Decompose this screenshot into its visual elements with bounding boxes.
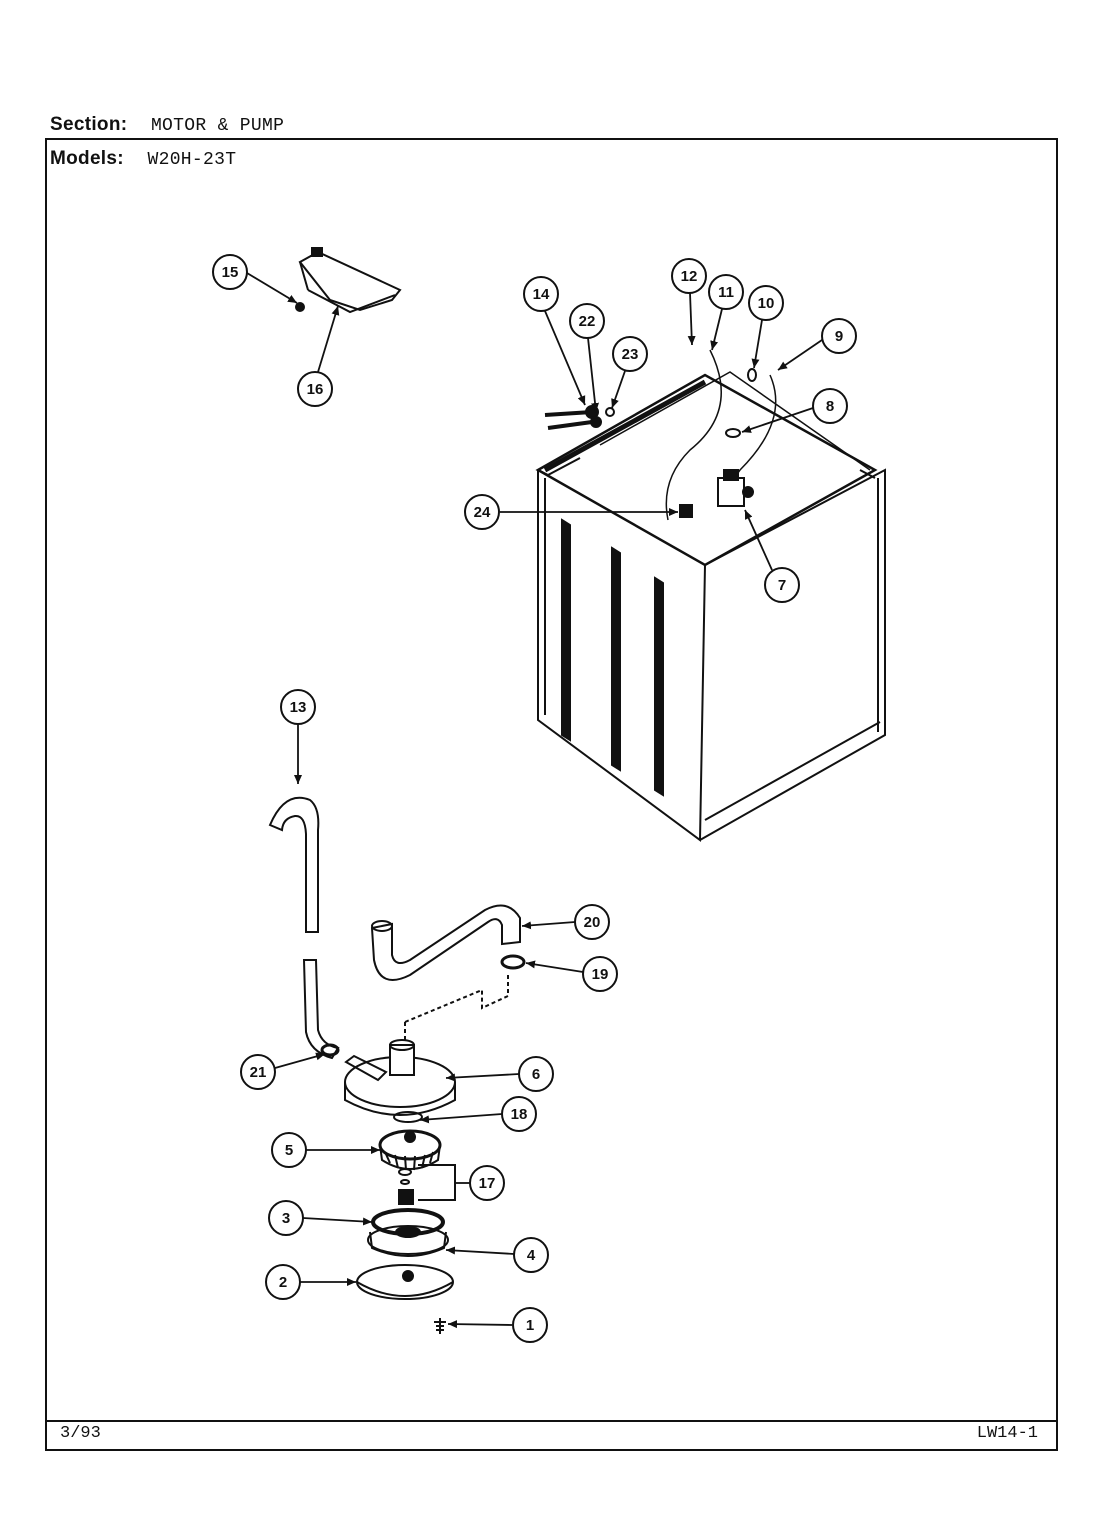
part-callout-12: 12 bbox=[671, 258, 707, 346]
part-callout-18: 18 bbox=[419, 1096, 537, 1132]
svg-text:1: 1 bbox=[526, 1317, 534, 1334]
drain-hose bbox=[268, 796, 340, 1060]
control-bracket bbox=[295, 247, 402, 314]
svg-text:19: 19 bbox=[592, 966, 609, 983]
part-callout-7: 7 bbox=[744, 509, 800, 603]
part-callout-1: 1 bbox=[447, 1307, 548, 1343]
part-callout-21: 21 bbox=[240, 1052, 326, 1090]
part-callout-15: 15 bbox=[212, 254, 298, 304]
part-callout-2: 2 bbox=[265, 1264, 356, 1300]
svg-text:24: 24 bbox=[474, 504, 491, 521]
part-callout-14: 14 bbox=[523, 276, 586, 406]
svg-text:2: 2 bbox=[279, 1274, 287, 1291]
part-callout-24: 24 bbox=[464, 494, 678, 530]
part-callout-8: 8 bbox=[741, 388, 848, 433]
svg-text:18: 18 bbox=[511, 1106, 528, 1123]
models-heading: Models: W20H-23T bbox=[50, 148, 236, 170]
svg-text:6: 6 bbox=[532, 1066, 540, 1083]
svg-text:4: 4 bbox=[527, 1247, 536, 1264]
cabinet-drawing bbox=[535, 349, 886, 842]
part-callout-6: 6 bbox=[445, 1056, 554, 1092]
svg-text:13: 13 bbox=[290, 699, 307, 716]
svg-text:23: 23 bbox=[622, 346, 639, 363]
part-callout-13: 13 bbox=[280, 689, 316, 784]
svg-text:12: 12 bbox=[681, 268, 698, 285]
svg-text:17: 17 bbox=[479, 1175, 496, 1192]
part-callout-16: 16 bbox=[297, 305, 340, 407]
part-callout-23: 23 bbox=[611, 336, 648, 409]
part-callout-20: 20 bbox=[521, 904, 610, 940]
svg-text:15: 15 bbox=[222, 264, 239, 281]
svg-text:7: 7 bbox=[778, 577, 786, 594]
section-value: MOTOR & PUMP bbox=[150, 116, 285, 136]
section-label: Section: bbox=[50, 114, 128, 135]
footer-page-code: LW14-1 bbox=[976, 1424, 1038, 1443]
part-callout-11: 11 bbox=[708, 274, 744, 351]
svg-text:10: 10 bbox=[758, 295, 775, 312]
svg-text:20: 20 bbox=[584, 914, 601, 931]
svg-text:8: 8 bbox=[826, 398, 834, 415]
section-heading: Section: MOTOR & PUMP bbox=[50, 114, 284, 136]
part-callout-10: 10 bbox=[748, 285, 784, 369]
pump-hose bbox=[370, 904, 526, 1040]
models-label: Models: bbox=[50, 148, 124, 169]
svg-text:5: 5 bbox=[285, 1142, 293, 1159]
pump-assembly bbox=[320, 1039, 456, 1334]
svg-text:14: 14 bbox=[533, 286, 550, 303]
part-callout-19: 19 bbox=[525, 956, 618, 992]
part-callout-9: 9 bbox=[777, 318, 857, 371]
part-callout-5: 5 bbox=[271, 1132, 380, 1168]
part-callout-4: 4 bbox=[445, 1237, 549, 1273]
svg-text:22: 22 bbox=[579, 313, 596, 330]
part-callout-22: 22 bbox=[569, 303, 605, 413]
svg-text:11: 11 bbox=[718, 284, 734, 301]
part-callout-3: 3 bbox=[268, 1200, 373, 1236]
svg-text:21: 21 bbox=[250, 1064, 267, 1081]
footer-date: 3/93 bbox=[60, 1424, 101, 1443]
footer-divider bbox=[45, 1420, 1058, 1422]
diagram-frame bbox=[45, 138, 1058, 1451]
svg-text:16: 16 bbox=[307, 381, 324, 398]
models-value: W20H-23T bbox=[147, 150, 237, 170]
bolt-assembly bbox=[544, 405, 615, 430]
svg-text:3: 3 bbox=[282, 1210, 290, 1227]
part-callout-17: 17 bbox=[455, 1165, 505, 1201]
svg-text:9: 9 bbox=[835, 328, 843, 345]
